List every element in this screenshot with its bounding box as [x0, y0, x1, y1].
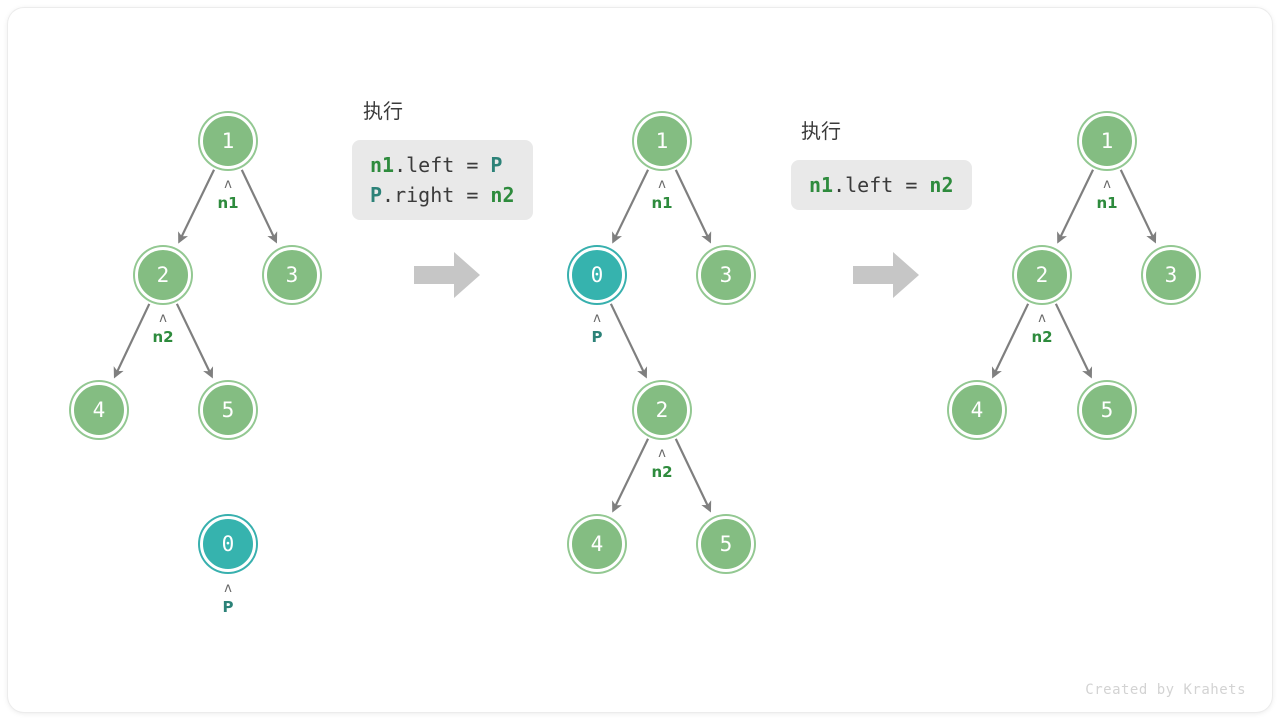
tree-node-1[interactable]: 1 [1079, 113, 1135, 169]
tree-node-4[interactable]: 4 [569, 516, 625, 572]
tree-node-1[interactable]: 1 [634, 113, 690, 169]
step-title-step-3: 执行 [801, 119, 841, 143]
tree-node-5[interactable]: 5 [200, 382, 256, 438]
pointer-name: n1 [1096, 194, 1118, 212]
pointer-caret-icon: ʌ [658, 177, 666, 192]
pointer-name: P [222, 598, 234, 616]
code-line: n1.left = P [370, 150, 515, 180]
pointer-label-n1[interactable]: ʌ n1 [188, 177, 268, 212]
tree-node-4[interactable]: 4 [71, 382, 127, 438]
tree-node-3[interactable]: 3 [1143, 247, 1199, 303]
code-line: P.right = n2 [370, 180, 515, 210]
tree-node-5[interactable]: 5 [698, 516, 754, 572]
code-line: n1.left = n2 [809, 170, 954, 200]
pointer-label-n2[interactable]: ʌ n2 [622, 446, 702, 481]
pointer-name: n2 [651, 463, 673, 481]
code-token: n2 [929, 173, 954, 197]
tree-node-2[interactable]: 2 [135, 247, 191, 303]
code-token: n1 [370, 153, 395, 177]
tree-node-0[interactable]: 0 [200, 516, 256, 572]
tree-node-2[interactable]: 2 [634, 382, 690, 438]
watermark-credit: Created by Krahets [1085, 682, 1246, 698]
pointer-label-n1[interactable]: ʌ n1 [622, 177, 702, 212]
code-token: P [370, 183, 383, 207]
tree-node-1[interactable]: 1 [200, 113, 256, 169]
pointer-label-n2[interactable]: ʌ n2 [123, 311, 203, 346]
code-token: n2 [490, 183, 515, 207]
pointer-name: P [591, 328, 603, 346]
pointer-caret-icon: ʌ [1103, 177, 1111, 192]
code-block-step-3[interactable]: n1.left = n2 [791, 160, 972, 210]
pointer-caret-icon: ʌ [1038, 311, 1046, 326]
pointer-name: n1 [651, 194, 673, 212]
pointer-caret-icon: ʌ [159, 311, 167, 326]
tree-node-3[interactable]: 3 [698, 247, 754, 303]
tree-node-2[interactable]: 2 [1014, 247, 1070, 303]
pointer-label-n1[interactable]: ʌ n1 [1067, 177, 1147, 212]
step-title-step-2: 执行 [363, 99, 403, 123]
pointer-caret-icon: ʌ [224, 581, 232, 596]
transition-arrow-icon [853, 252, 919, 298]
tree-node-4[interactable]: 4 [949, 382, 1005, 438]
pointer-name: n2 [1031, 328, 1053, 346]
pointer-name: n1 [217, 194, 239, 212]
pointer-caret-icon: ʌ [224, 177, 232, 192]
tree-node-0[interactable]: 0 [569, 247, 625, 303]
code-token: .left = [394, 153, 491, 177]
pointer-caret-icon: ʌ [658, 446, 666, 461]
pointer-caret-icon: ʌ [593, 311, 601, 326]
transition-arrow-icon [414, 252, 480, 298]
code-token: .right = [382, 183, 491, 207]
code-token: .left = [833, 173, 930, 197]
tree-node-3[interactable]: 3 [264, 247, 320, 303]
pointer-name: n2 [152, 328, 174, 346]
code-token: P [490, 153, 503, 177]
pointer-label-n2[interactable]: ʌ n2 [1002, 311, 1082, 346]
tree-node-5[interactable]: 5 [1079, 382, 1135, 438]
code-token: n1 [809, 173, 834, 197]
